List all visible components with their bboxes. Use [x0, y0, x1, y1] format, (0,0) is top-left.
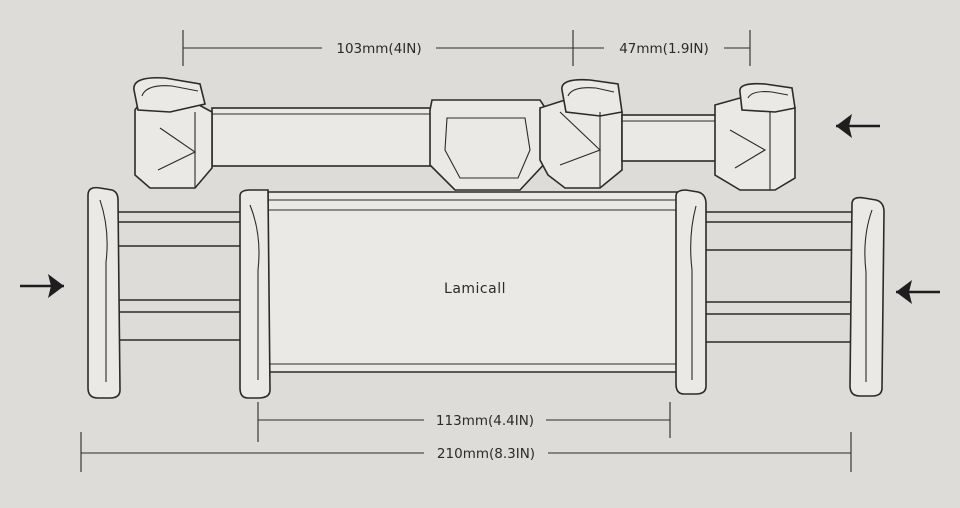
arrow-left-icon: [896, 280, 940, 304]
top-dimension-lines: [182, 30, 751, 66]
dimension-label-bottom-inner: 113mm(4.4IN): [436, 413, 534, 429]
top-view-assembly: [133, 76, 796, 191]
dimension-label-bottom-total: 210mm(8.3IN): [437, 446, 535, 462]
arrow-right-icon: [20, 274, 64, 298]
dimension-label-top-left: 103mm(4IN): [336, 41, 421, 57]
front-view-assembly: [87, 186, 885, 399]
arrow-left-icon: [836, 114, 880, 138]
bottom-dimension-lines: [80, 402, 852, 472]
dimension-label-top-right: 47mm(1.9IN): [619, 41, 709, 57]
brand-logo-text: Lamicall: [444, 281, 506, 297]
